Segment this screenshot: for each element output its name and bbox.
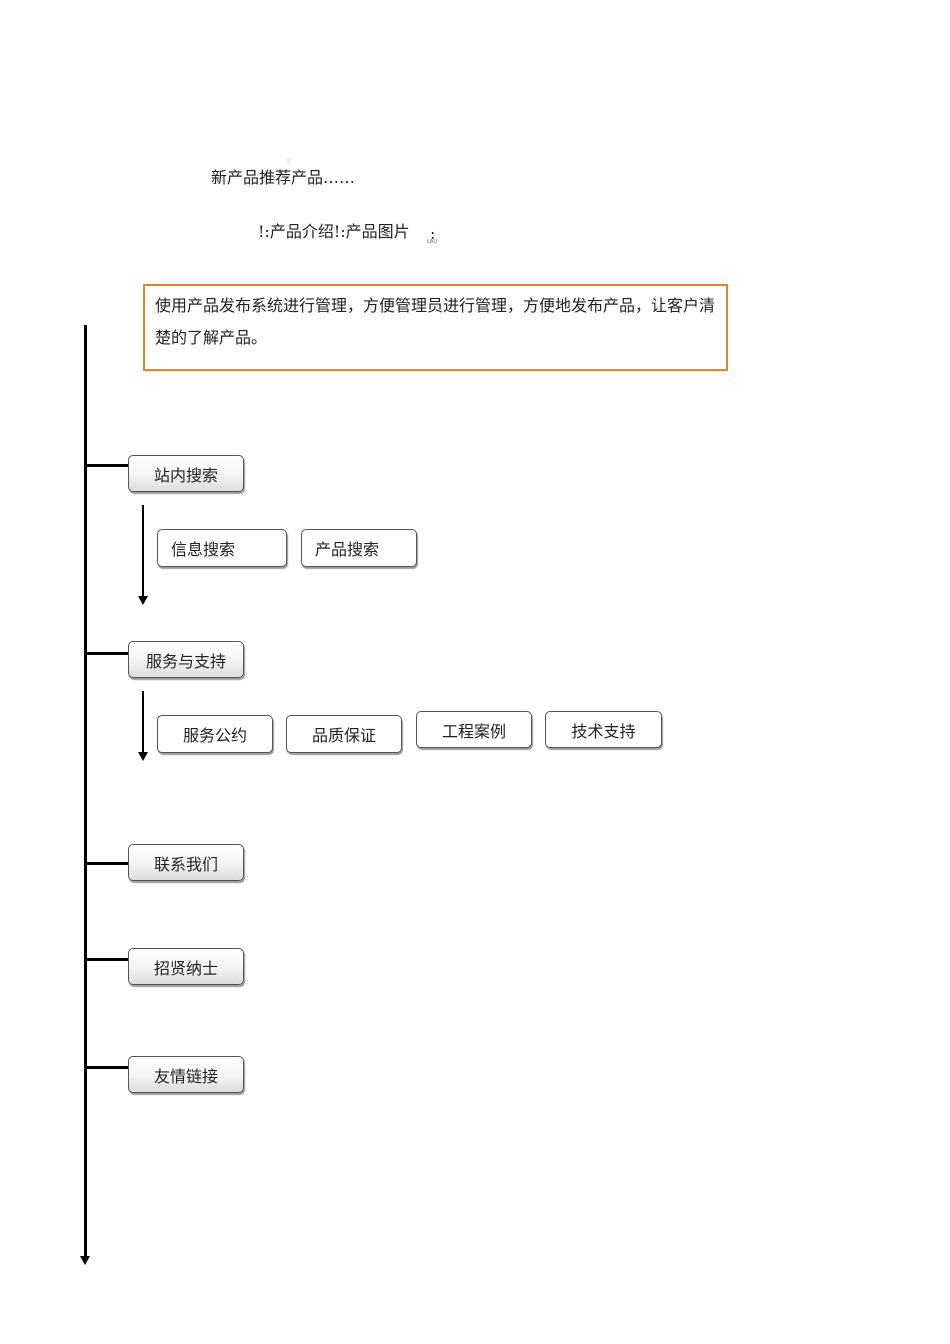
leaf-technical-support[interactable]: 技术支持	[545, 711, 662, 748]
leaf-engineering-cases[interactable]: 工程案例	[416, 711, 532, 748]
header-mark-2: :	[430, 224, 436, 243]
main-spine-arrowhead	[80, 1256, 90, 1265]
connector-links	[86, 1066, 129, 1069]
leaf-product-search[interactable]: 产品搜索	[301, 529, 417, 567]
header-line-1: 新产品推荐产品……	[211, 168, 356, 187]
header-line-2: !:产品介绍!:产品图片	[258, 222, 410, 241]
connector-jobs	[86, 958, 129, 961]
leaf-quality-assurance[interactable]: 品质保证	[286, 715, 402, 753]
header-mark-1: ::	[287, 158, 291, 164]
leaf-service-pledge[interactable]: 服务公约	[157, 715, 273, 753]
sub-arrowhead-search	[138, 596, 148, 605]
connector-search	[86, 464, 129, 467]
header-sub-2: LAU	[427, 239, 437, 245]
sub-arrow-service	[142, 691, 144, 753]
node-service-support[interactable]: 服务与支持	[128, 641, 244, 678]
node-friendly-links[interactable]: 友情链接	[128, 1056, 244, 1093]
node-recruitment[interactable]: 招贤纳士	[128, 948, 244, 985]
description-note: 使用产品发布系统进行管理，方便管理员进行管理，方便地发布产品，让客户清楚的了解产…	[143, 284, 728, 371]
connector-contact	[86, 862, 129, 865]
node-site-search[interactable]: 站内搜索	[128, 455, 244, 492]
connector-service	[86, 652, 129, 655]
sub-arrowhead-service	[138, 752, 148, 761]
node-contact-us[interactable]: 联系我们	[128, 844, 244, 881]
sub-arrow-search	[142, 505, 144, 597]
main-spine	[84, 325, 87, 1257]
leaf-info-search[interactable]: 信息搜索	[157, 529, 287, 567]
